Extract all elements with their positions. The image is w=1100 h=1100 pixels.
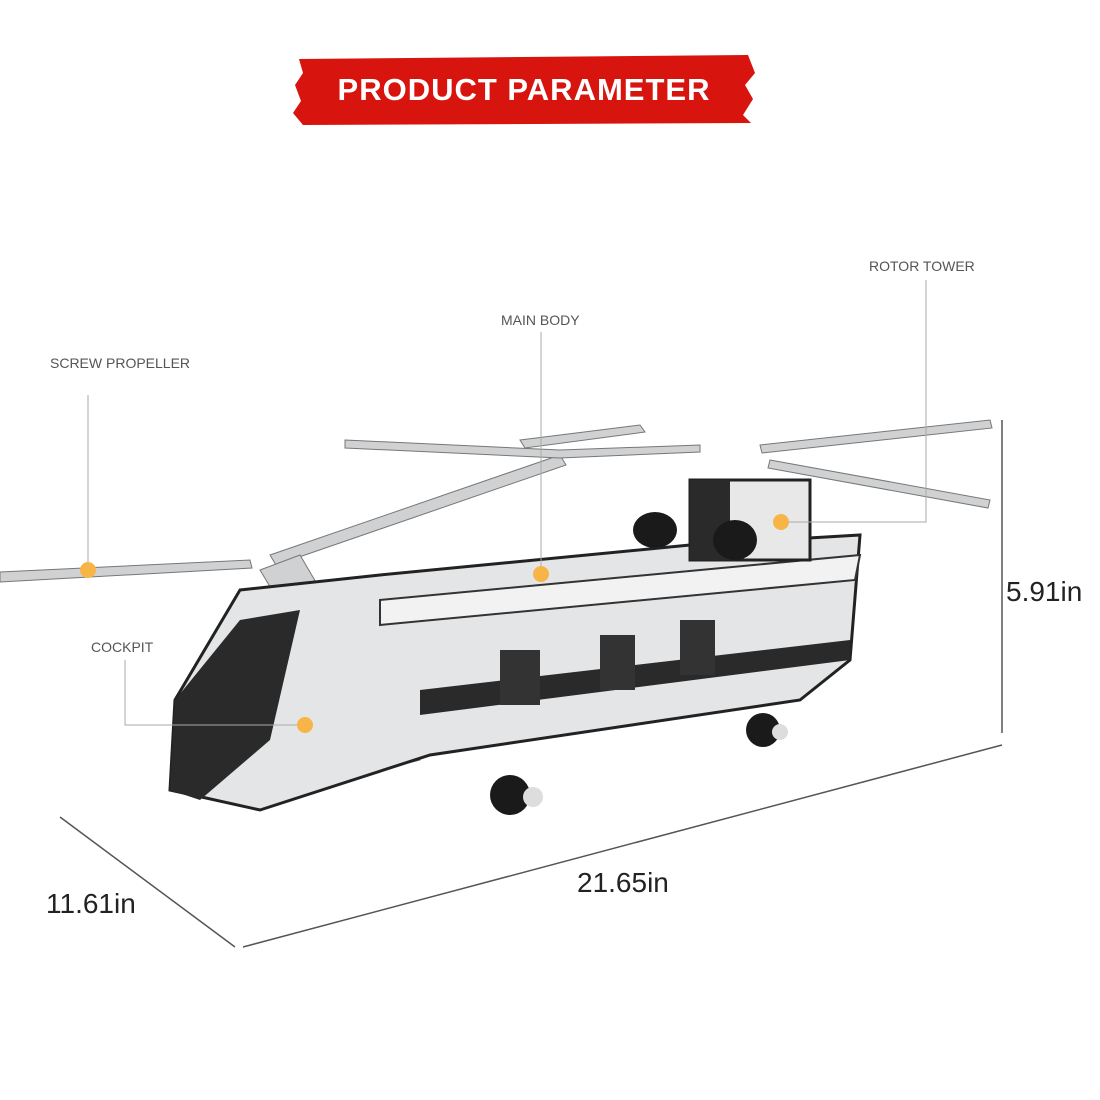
dimension-lines	[59, 420, 1003, 948]
part-markers	[80, 514, 789, 733]
width-dimension: 11.61in	[46, 888, 136, 919]
label-rotor-tower: ROTOR TOWER	[869, 258, 975, 274]
height-dimension: 5.91in	[1006, 576, 1083, 607]
length-dimension: 21.65in	[577, 867, 669, 898]
fuselage	[168, 478, 862, 815]
leader-lines	[87, 280, 927, 726]
label-main-body: MAIN BODY	[501, 312, 580, 328]
label-screw-propeller: SCREW PROPELLER	[50, 355, 191, 371]
banner-title: PRODUCT PARAMETER	[337, 72, 711, 107]
product-parameter-banner: PRODUCT PARAMETER	[293, 55, 755, 125]
label-cockpit: COCKPIT	[91, 639, 154, 655]
brush-stroke-background	[293, 55, 755, 125]
